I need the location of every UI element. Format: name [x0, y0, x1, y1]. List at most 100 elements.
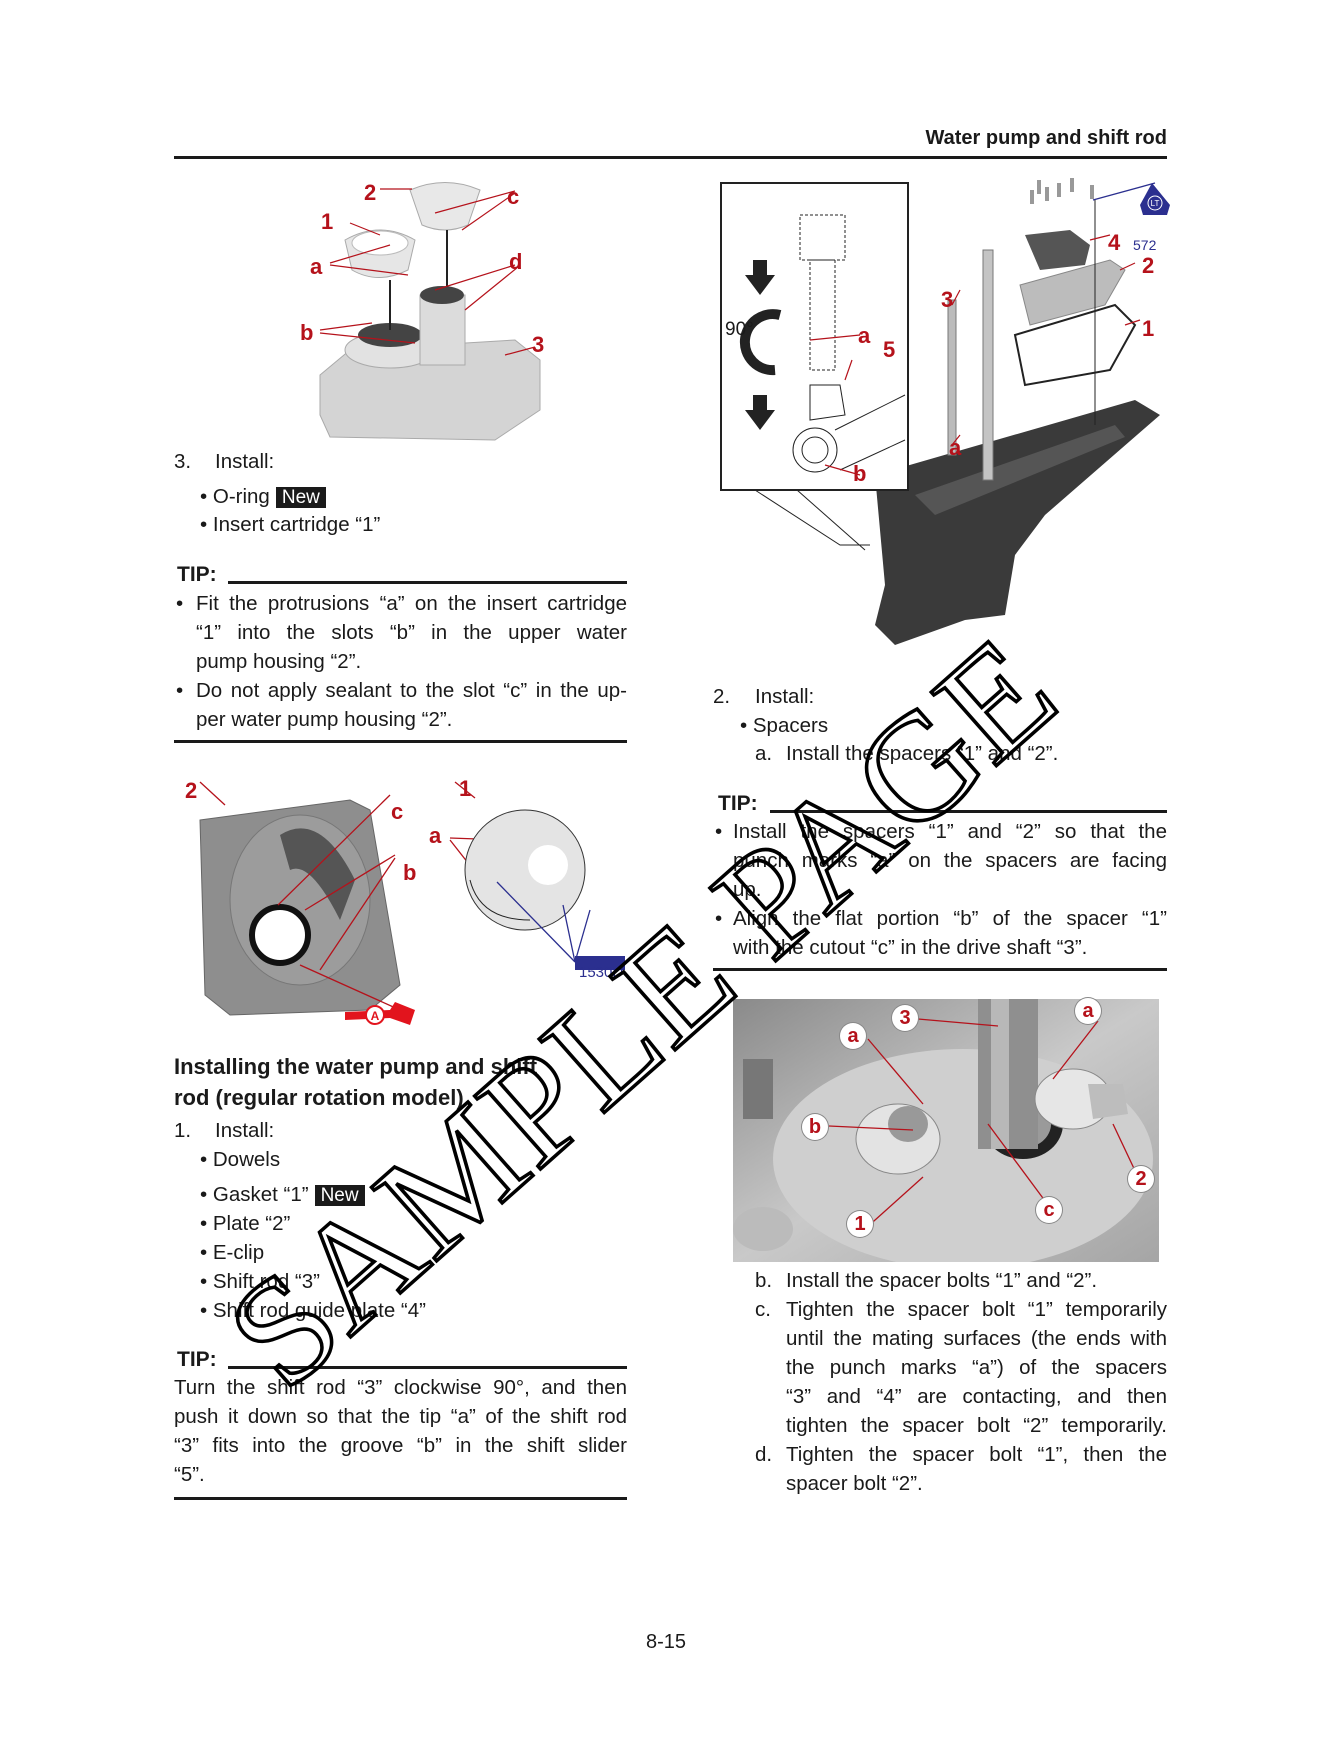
- tip-line: Do not apply sealant to the slot “c” in …: [196, 679, 627, 702]
- tip-line: pump housing “2”.: [196, 650, 362, 673]
- callout-label: d: [509, 249, 523, 274]
- callout-label: 1: [847, 1211, 873, 1237]
- list-item: • Shift rod “3”: [200, 1270, 320, 1293]
- list-item: • Plate “2”: [200, 1212, 291, 1235]
- callout-label: 2: [1128, 1166, 1154, 1192]
- tip-rule: [228, 1366, 627, 1369]
- substep-line: until the mating surfaces (the ends with: [786, 1327, 1167, 1350]
- section-title: Water pump and shift rod: [925, 127, 1167, 149]
- bullet: •: [176, 592, 184, 615]
- callout-label: 2: [1142, 253, 1155, 278]
- callout-label: c: [1036, 1197, 1062, 1223]
- substep-line: “3” and “4” are contacting, and then: [786, 1385, 1167, 1408]
- pump-housing-cartridge-figure: A: [199, 781, 625, 1025]
- tip-line: “3” fits into the groove “b” in the shif…: [174, 1434, 627, 1457]
- list-item: • Dowels: [200, 1148, 281, 1171]
- header-rule: [174, 156, 1167, 159]
- callout-label: c: [507, 184, 520, 209]
- tip-rule: [770, 810, 1167, 813]
- item-text: Shift rod “3”: [212, 1270, 320, 1293]
- callout-label: a: [1075, 998, 1101, 1024]
- step-label: Install:: [755, 685, 815, 708]
- callout-label: 2: [185, 778, 198, 803]
- tip-end-rule: [713, 968, 1167, 971]
- tip-line: with the cutout “c” in the drive shaft “…: [733, 936, 1088, 959]
- water-pump-housing-figure: [319, 182, 541, 441]
- lubricant-code: 1530D: [579, 964, 624, 981]
- section-heading-line: Installing the water pump and shift: [174, 1054, 538, 1079]
- tip-line: Fit the protrusions “a” on the insert ca…: [196, 592, 627, 615]
- step-number: 3.: [174, 450, 192, 473]
- substep-line: tighten the spacer bolt “2” temporarily.: [786, 1414, 1167, 1437]
- tip-end-rule: [174, 740, 627, 743]
- tip-line: push it down so that the tip “a” of the …: [174, 1405, 627, 1428]
- tip-line: up.: [733, 878, 762, 901]
- callout-label: 3: [532, 332, 545, 357]
- item-text: Dowels: [212, 1148, 281, 1171]
- tip-line: punch marks “a” on the spacers are facin…: [733, 849, 1167, 872]
- step-label: Install:: [215, 450, 275, 473]
- step-label: Install:: [215, 1119, 275, 1142]
- tip-label: TIP:: [177, 1348, 217, 1371]
- sealant-symbol-a: A: [371, 1009, 380, 1023]
- tip-line: “5”.: [174, 1463, 205, 1486]
- section-heading-line: rod (regular rotation model): [174, 1085, 464, 1110]
- substep-letter: d.: [755, 1443, 773, 1466]
- callout-label: b: [853, 461, 867, 486]
- substep-line: Install the spacer bolts “1” and “2”.: [786, 1269, 1098, 1292]
- callout-label: 1: [321, 209, 334, 234]
- callout-label: a: [310, 254, 323, 279]
- callout-label: b: [802, 1114, 828, 1140]
- substep-line: spacer bolt “2”.: [786, 1472, 923, 1495]
- new-part-badge: New: [275, 487, 326, 508]
- bullet: •: [715, 907, 723, 930]
- item-text: Shift rod guide plate “4”: [212, 1299, 426, 1322]
- list-item: • Gasket “1”New: [200, 1183, 365, 1208]
- item-text: Gasket “1”: [212, 1183, 309, 1206]
- callout-label: c: [391, 799, 404, 824]
- callout-label: a: [858, 323, 871, 348]
- tip-line: Install the spacers “1” and “2” so that …: [733, 820, 1167, 843]
- tip-line: Turn the shift rod “3” clockwise 90°, an…: [174, 1376, 627, 1399]
- substep-line: Tighten the spacer bolt “1”, then the: [786, 1443, 1167, 1466]
- tip-label: TIP:: [718, 792, 758, 815]
- substep-letter: b.: [755, 1269, 773, 1292]
- list-item: • Insert cartridge “1”: [200, 513, 381, 536]
- list-item: • Spacers: [740, 714, 829, 737]
- item-text: O-ring: [212, 485, 270, 508]
- step-number: 1.: [174, 1119, 192, 1142]
- page-number: 8-15: [646, 1631, 687, 1653]
- substep-letter: a.: [755, 742, 773, 765]
- tip-end-rule: [174, 1497, 627, 1500]
- substep-text: Install the spacers “1” and “2”.: [786, 742, 1059, 765]
- callout-label: 1: [1142, 316, 1155, 341]
- callout-label: 4: [1108, 230, 1121, 255]
- list-item: • E-clip: [200, 1241, 265, 1264]
- item-text: Plate “2”: [212, 1212, 291, 1235]
- callout-label: 2: [364, 180, 377, 205]
- item-text: Insert cartridge “1”: [212, 513, 381, 536]
- callout-label: a: [429, 823, 442, 848]
- tip-label: TIP:: [177, 563, 217, 586]
- substep-line: Tighten the spacer bolt “1” temporarily: [786, 1298, 1167, 1321]
- sealant-badge-text: LT: [1151, 199, 1160, 208]
- tip-line: per water pump housing “2”.: [196, 708, 453, 731]
- spacer-installation-photo: [733, 999, 1159, 1262]
- sealant-code: 572: [1133, 237, 1157, 253]
- substep-line: the punch marks “a”) of the spacers: [786, 1356, 1167, 1379]
- callout-label: b: [300, 320, 314, 345]
- item-text: E-clip: [212, 1241, 265, 1264]
- callout-label: 5: [883, 337, 896, 362]
- callout-label: a: [840, 1023, 866, 1049]
- callout-label: 3: [941, 287, 954, 312]
- list-item: • Shift rod guide plate “4”: [200, 1299, 426, 1322]
- item-text: Spacers: [752, 714, 829, 737]
- callout-label: b: [403, 860, 417, 885]
- tip-line: Align the flat portion “b” of the spacer…: [733, 907, 1167, 930]
- callout-label: 1: [459, 776, 472, 801]
- new-part-badge: New: [314, 1185, 365, 1206]
- step-number: 2.: [713, 685, 731, 708]
- bullet: •: [176, 679, 184, 702]
